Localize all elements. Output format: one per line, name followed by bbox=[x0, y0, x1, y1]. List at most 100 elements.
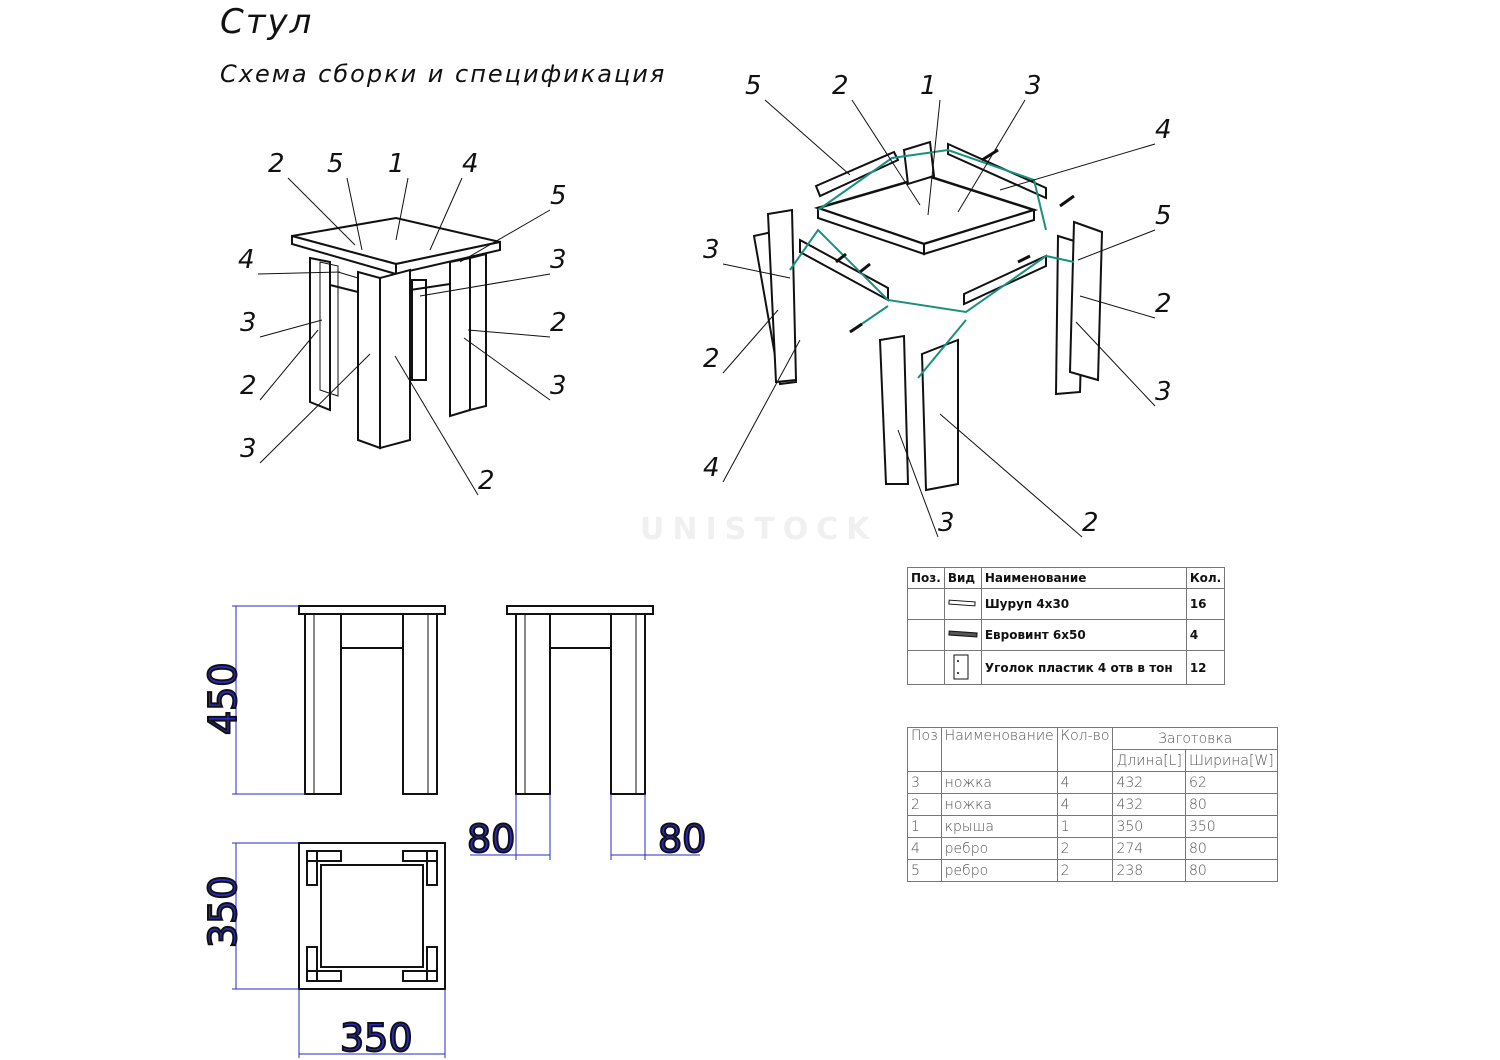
front-view bbox=[298, 605, 446, 795]
drawing-subtitle: Схема сборки и спецификация bbox=[220, 60, 667, 88]
header-qty: Кол-во bbox=[1056, 727, 1114, 772]
leader-line bbox=[259, 319, 323, 338]
assembled-stool-view bbox=[291, 216, 501, 450]
callout-number: 3 bbox=[240, 308, 257, 338]
leader-line bbox=[764, 99, 851, 176]
callout-number: 2 bbox=[1082, 508, 1099, 538]
cell-width: 80 bbox=[1184, 837, 1278, 860]
cell-qty: 4 bbox=[1056, 771, 1114, 794]
leader-line bbox=[851, 99, 921, 206]
leader-line bbox=[1079, 295, 1156, 319]
callout-number: 2 bbox=[240, 371, 257, 401]
leader-line bbox=[259, 353, 371, 464]
cell-name: ножка bbox=[940, 771, 1058, 794]
screws bbox=[835, 148, 1075, 334]
dimension-depth: 350 bbox=[201, 875, 245, 948]
top-view bbox=[298, 842, 446, 990]
leader-line bbox=[459, 209, 551, 263]
cell-qty: 2 bbox=[1056, 837, 1114, 860]
cell-qty: 1 bbox=[1056, 815, 1114, 838]
header-pos: Поз bbox=[907, 727, 942, 772]
cell-pos: 5 bbox=[907, 859, 942, 882]
callout-number: 5 bbox=[327, 149, 344, 179]
cell-pos: 2 bbox=[907, 793, 942, 816]
leader-line bbox=[722, 309, 779, 374]
leader-line bbox=[467, 329, 551, 338]
callout-number: 5 bbox=[1155, 201, 1172, 231]
cell-length: 238 bbox=[1112, 859, 1186, 882]
callout-number: 2 bbox=[832, 71, 849, 101]
cell-width: 350 bbox=[1184, 815, 1278, 838]
leader-line bbox=[1075, 321, 1156, 407]
item-name: Евровинт 6х50 bbox=[980, 619, 1187, 651]
header-qty: Кол. bbox=[1185, 567, 1226, 589]
callout-number: 4 bbox=[1155, 115, 1172, 145]
header-view: Вид bbox=[943, 567, 982, 589]
cell-width: 80 bbox=[1184, 793, 1278, 816]
cell-length: 350 bbox=[1112, 815, 1186, 838]
callout-number: 4 bbox=[462, 149, 479, 179]
callout-number: 2 bbox=[1155, 289, 1172, 319]
leader-line bbox=[419, 273, 551, 297]
cell-name: ребро bbox=[940, 859, 1058, 882]
item-qty: 16 bbox=[1185, 588, 1226, 620]
item-qty: 12 bbox=[1185, 650, 1226, 685]
dimension-width: 350 bbox=[340, 1016, 413, 1060]
callout-number: 2 bbox=[550, 308, 567, 338]
cell-length: 432 bbox=[1112, 771, 1186, 794]
cell-length: 274 bbox=[1112, 837, 1186, 860]
callout-number: 3 bbox=[550, 371, 567, 401]
leader-line bbox=[722, 339, 801, 483]
dimension-lines bbox=[232, 605, 700, 1058]
callout-number: 2 bbox=[478, 466, 495, 496]
plastic-corner-icon bbox=[943, 650, 982, 685]
cell-name: крыша bbox=[940, 815, 1058, 838]
cell-width: 62 bbox=[1184, 771, 1278, 794]
header-length: Длина[L] bbox=[1112, 749, 1186, 772]
leader-line bbox=[722, 263, 791, 279]
exploded-stool-view bbox=[752, 140, 1104, 492]
leader-line bbox=[939, 413, 1083, 538]
cell-qty: 4 bbox=[1056, 793, 1114, 816]
cell-name: ножка bbox=[940, 793, 1058, 816]
item-name: Уголок пластик 4 отв в тон bbox=[980, 650, 1187, 685]
callout-number: 4 bbox=[703, 453, 720, 483]
callout-number: 3 bbox=[550, 245, 567, 275]
dimension-leg-left: 80 bbox=[467, 817, 515, 861]
item-name: Шуруп 4х30 bbox=[980, 588, 1187, 620]
callout-number: 2 bbox=[268, 149, 285, 179]
callout-number: 5 bbox=[550, 181, 567, 211]
leader-line bbox=[897, 429, 939, 538]
screw-icon bbox=[943, 588, 982, 620]
cell-name: ребро bbox=[940, 837, 1058, 860]
leader-line bbox=[394, 355, 479, 496]
side-view bbox=[506, 605, 654, 795]
dimension-height: 450 bbox=[201, 662, 245, 735]
callout-number: 3 bbox=[1155, 377, 1172, 407]
cell-pos: 4 bbox=[907, 837, 942, 860]
cell-width: 80 bbox=[1184, 859, 1278, 882]
header-name: Наименование bbox=[940, 727, 1058, 772]
leader-line bbox=[346, 177, 363, 251]
leader-line bbox=[287, 177, 356, 246]
callout-number: 4 bbox=[238, 245, 255, 275]
leader-line bbox=[463, 337, 551, 401]
leader-line bbox=[927, 99, 941, 216]
callout-number: 1 bbox=[388, 149, 405, 179]
callout-number: 3 bbox=[1025, 71, 1042, 101]
header-pos: Поз. bbox=[907, 567, 945, 589]
drawing-title: Стул bbox=[220, 2, 314, 42]
callout-number: 1 bbox=[920, 71, 937, 101]
leader-line bbox=[957, 99, 1026, 213]
leader-line bbox=[429, 177, 463, 251]
